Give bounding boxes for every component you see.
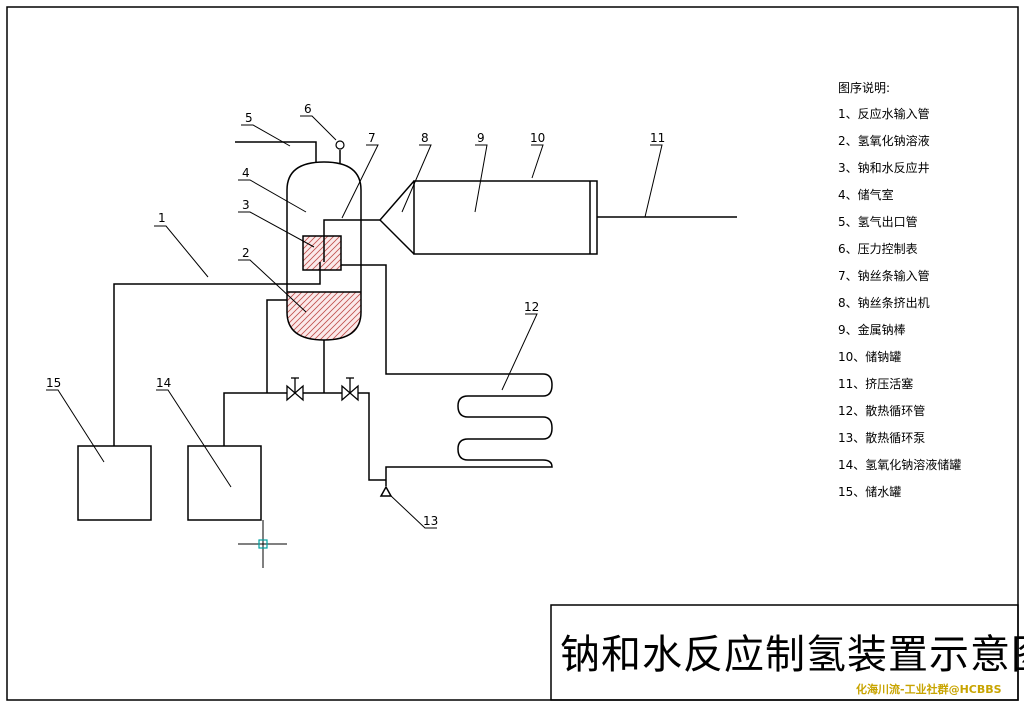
callout-3: 3 bbox=[242, 198, 250, 212]
legend-item: 15、储水罐 bbox=[838, 484, 901, 499]
callout-13: 13 bbox=[423, 514, 438, 528]
legend-item: 4、储气室 bbox=[838, 187, 894, 202]
naoh-solution-fill bbox=[287, 292, 361, 340]
circulation-pump bbox=[379, 485, 393, 497]
legend-item: 2、氢氧化钠溶液 bbox=[838, 133, 930, 148]
legend-item: 14、氢氧化钠溶液储罐 bbox=[838, 457, 961, 472]
callout-4: 4 bbox=[242, 166, 250, 180]
cooling-coil bbox=[341, 264, 553, 486]
water-storage-tank bbox=[77, 445, 152, 521]
drawing-frame bbox=[6, 6, 1019, 701]
reaction-well bbox=[302, 235, 342, 271]
legend-item: 7、钠丝条输入管 bbox=[838, 268, 930, 283]
callout-12: 12 bbox=[524, 300, 539, 314]
legend-heading: 图序说明: bbox=[838, 80, 890, 95]
legend-item: 3、钠和水反应井 bbox=[838, 160, 930, 175]
pressure-gauge bbox=[335, 140, 345, 163]
valve-left bbox=[286, 377, 304, 402]
watermark: 化海川流-工业社群@HCBBS bbox=[856, 682, 1002, 696]
callout-1: 1 bbox=[158, 211, 166, 225]
legend-item: 8、钠丝条挤出机 bbox=[838, 295, 930, 310]
legend-item: 12、散热循环管 bbox=[838, 403, 925, 418]
drawing-title: 钠和水反应制氢装置示意图 bbox=[560, 632, 1024, 678]
hydrogen-outlet-pipe bbox=[235, 141, 317, 162]
title-block bbox=[550, 604, 1019, 701]
naoh-storage-tank bbox=[187, 445, 262, 521]
legend-item: 9、金属钠棒 bbox=[838, 322, 906, 337]
legend: 图序说明: 1、反应水输入管 2、氢氧化钠溶液 3、钠和水反应井 4、储气室 5… bbox=[838, 80, 961, 499]
callout-2: 2 bbox=[242, 246, 250, 260]
legend-item: 13、散热循环泵 bbox=[838, 430, 925, 445]
valve-right bbox=[341, 377, 359, 402]
water-input-pipe bbox=[113, 262, 321, 446]
legend-item: 6、压力控制表 bbox=[838, 242, 918, 256]
reactor-vessel bbox=[286, 161, 362, 341]
callout-7: 7 bbox=[368, 131, 376, 145]
legend-item: 10、储钠罐 bbox=[838, 349, 901, 364]
legend-item: 11、挤压活塞 bbox=[838, 376, 913, 391]
cad-crosshair-cursor bbox=[238, 520, 287, 568]
callout-14: 14 bbox=[156, 376, 171, 390]
legend-item: 5、氢气出口管 bbox=[838, 214, 918, 229]
sodium-wire-input-pipe bbox=[323, 180, 415, 262]
legend-item: 1、反应水输入管 bbox=[838, 106, 930, 121]
extruder-cone-lower bbox=[379, 219, 415, 255]
callout-8: 8 bbox=[421, 131, 429, 145]
callout-6: 6 bbox=[304, 102, 312, 116]
callout-15: 15 bbox=[46, 376, 61, 390]
sodium-tank bbox=[413, 180, 598, 255]
callout-11: 11 bbox=[650, 131, 665, 145]
callout-5: 5 bbox=[245, 111, 253, 125]
callout-10: 10 bbox=[530, 131, 545, 145]
leader-lines bbox=[46, 115, 663, 529]
bottom-piping bbox=[223, 299, 386, 481]
callout-9: 9 bbox=[477, 131, 485, 145]
